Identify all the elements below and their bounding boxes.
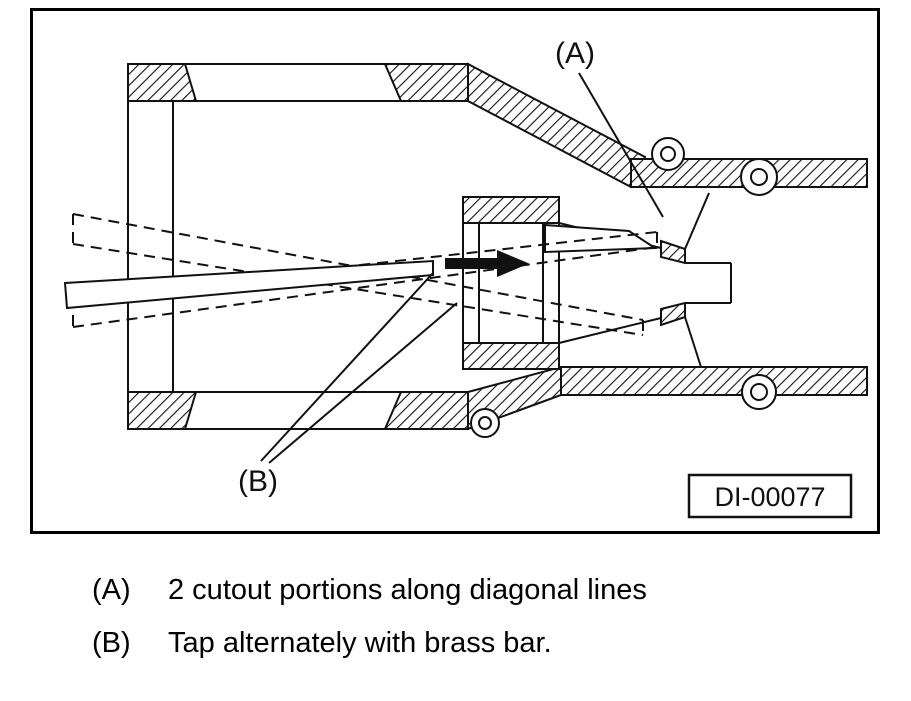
legend-item-b: (B) Tap alternately with brass bar. xyxy=(92,625,911,661)
brass-bar xyxy=(63,259,434,310)
callout-label-a: (A) xyxy=(555,37,595,70)
legend-text-b: Tap alternately with brass bar. xyxy=(168,627,552,660)
figure-frame: (A) (B) DI-00077 xyxy=(30,8,880,534)
technical-drawing: (A) (B) DI-00077 xyxy=(63,37,868,519)
housing-outline xyxy=(127,62,868,438)
legend-key-a: (A) xyxy=(92,574,131,606)
callout-label-b: (B) xyxy=(238,465,278,498)
legend-item-a: (A) 2 cutout portions along diagonal lin… xyxy=(92,572,911,608)
legend-key-b: (B) xyxy=(92,627,131,660)
figure-id-box xyxy=(687,473,853,519)
figure-id: DI-00077 xyxy=(714,482,825,512)
legend-text-a: 2 cutout portions along diagonal lines xyxy=(168,574,647,606)
bolt-hole-bosses xyxy=(470,137,778,438)
leader-lines xyxy=(260,72,664,464)
legend: (A) 2 cutout portions along diagonal lin… xyxy=(92,572,911,662)
tap-direction-arrow-icon xyxy=(445,250,529,277)
